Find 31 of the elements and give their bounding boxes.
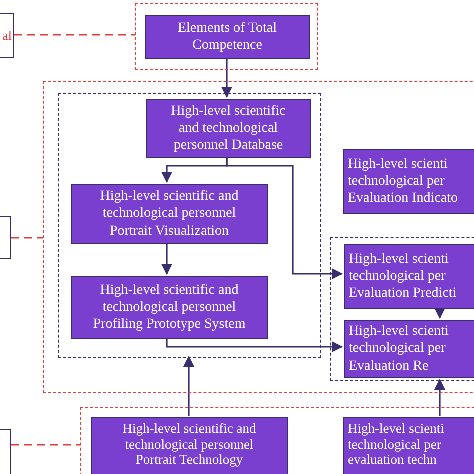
process-box bbox=[344, 244, 474, 309]
process-box bbox=[91, 417, 288, 474]
connector-line bbox=[14, 34, 135, 36]
arrow bbox=[183, 356, 195, 416]
group-frame bbox=[43, 81, 474, 393]
box-label: High-level scienti technological per Evaluation Predicti bbox=[349, 250, 458, 302]
connector-line bbox=[11, 444, 80, 446]
box-label: High-level scientific and technological personnel Database bbox=[170, 102, 287, 154]
arrow bbox=[221, 58, 233, 98]
process-box bbox=[71, 184, 268, 244]
box-label: Elements of Total Competence bbox=[176, 20, 278, 54]
group-frame bbox=[135, 3, 318, 70]
process-box bbox=[343, 417, 474, 474]
box-label: al bbox=[2, 28, 12, 44]
box-label: High-level scientific and technological personnel Portrait Technology bbox=[122, 421, 258, 468]
box-label: High-level scienti technological per evaluation techn bbox=[348, 421, 446, 468]
connector-line bbox=[11, 237, 43, 239]
arrow bbox=[434, 378, 446, 416]
process-box bbox=[344, 320, 474, 378]
group-frame bbox=[330, 237, 474, 381]
process-box bbox=[343, 149, 474, 214]
box-label: High-level scienti technological per Evaluation Re bbox=[349, 323, 450, 375]
process-box bbox=[146, 99, 311, 158]
process-box bbox=[71, 276, 268, 339]
group-frame bbox=[58, 93, 321, 358]
box-label: High-level scientific and technological personnel Portrait Visualization bbox=[99, 188, 240, 240]
box-label: High-level scientific and technological personnel Profiling Prototype System bbox=[92, 282, 247, 334]
box-label: High-level scienti technological per Evaluation Indicato bbox=[348, 156, 460, 208]
arrow bbox=[161, 242, 173, 276]
process-box bbox=[145, 15, 310, 59]
arrow bbox=[226, 156, 344, 280]
